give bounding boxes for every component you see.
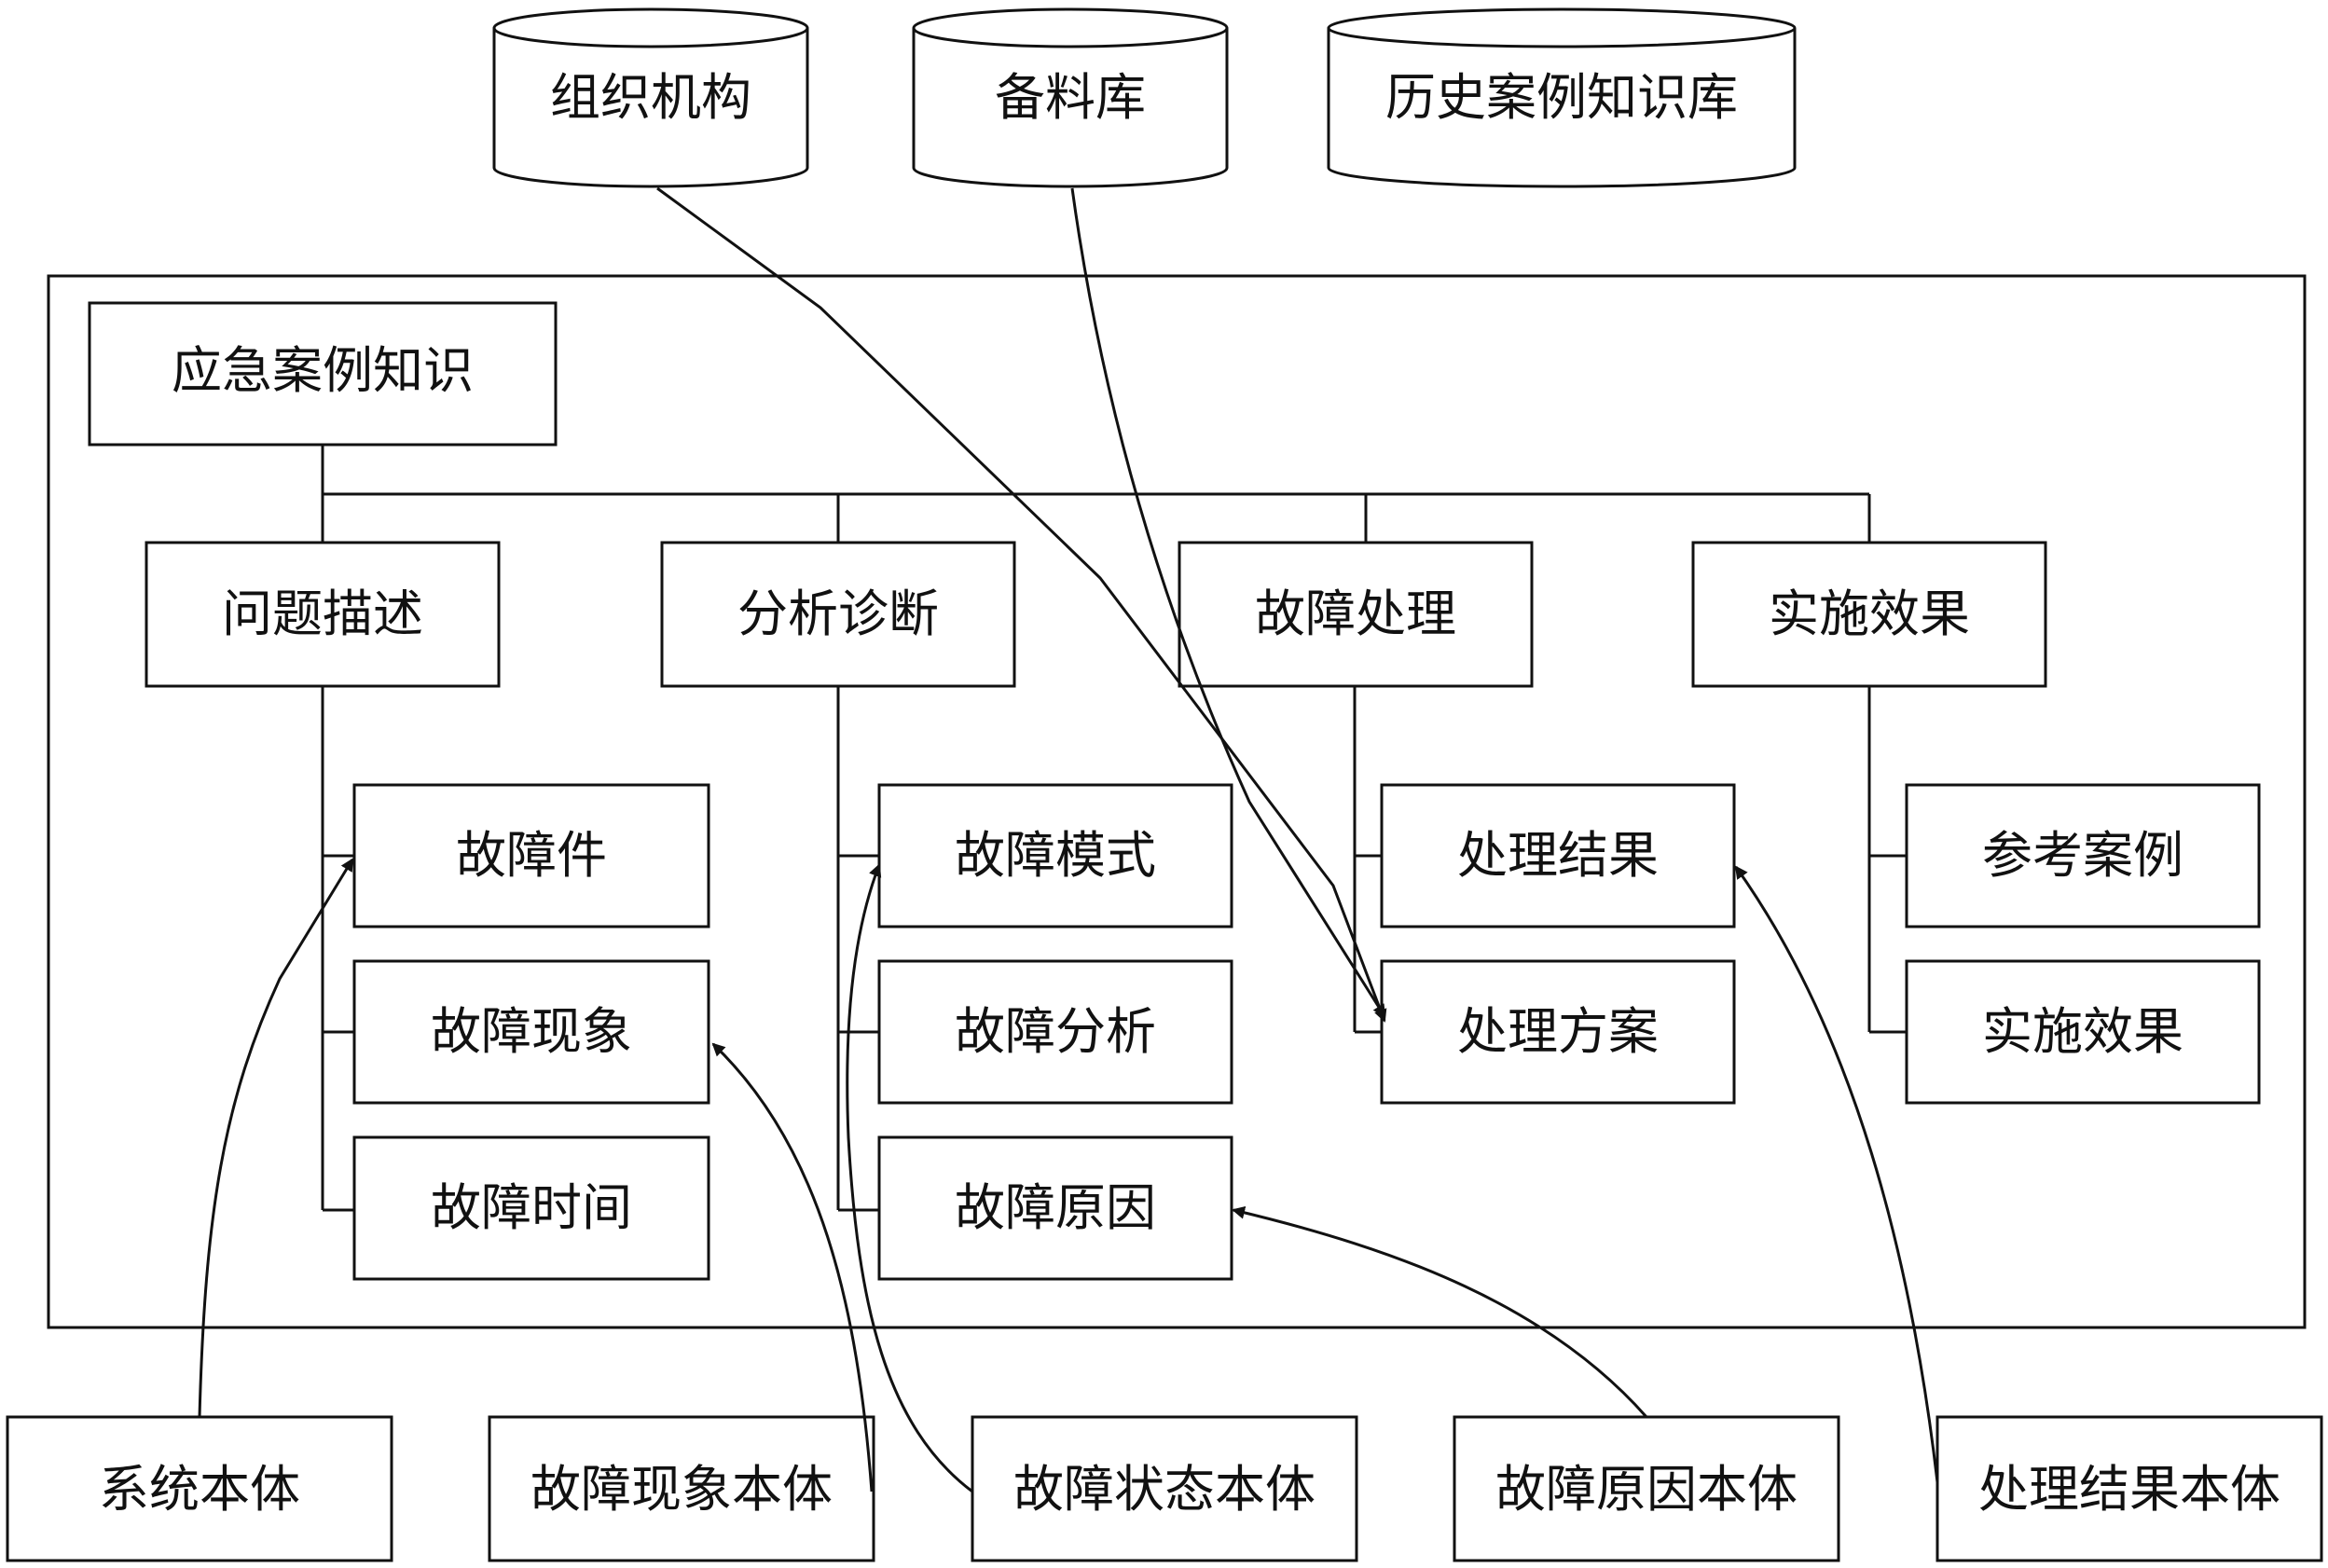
database-label: 历史案例知识库 [1385,68,1738,127]
ontology-label: 处理结果本体 [1978,1460,2280,1519]
hierarchy-lines [321,445,1907,1212]
child-box [877,1135,1233,1281]
knowledge-container [47,274,2307,1329]
ontology-label: 故障原因本体 [1495,1460,1798,1519]
child-box [352,783,710,928]
arrow-org-to-plan [656,186,1387,1023]
category-label: 问题描述 [222,585,423,643]
child-box [877,959,1233,1105]
child-label: 故障原因 [955,1178,1156,1237]
category-box-diagnosis [660,541,1016,688]
child-box [1380,783,1736,928]
arrow-result [1734,865,1939,1483]
child-box [352,1135,710,1281]
database-spares: 备料库 [912,7,1229,188]
category-label: 实施效果 [1769,585,1970,643]
category-box-handling [1178,541,1534,688]
ontology-box [6,1415,393,1562]
arrow-system-to-part [198,858,354,1418]
category-label: 故障处理 [1255,585,1456,643]
child-box [1905,959,2261,1105]
child-label: 故障模式 [955,826,1156,885]
child-label: 处理方案 [1457,1002,1659,1061]
category-box-effect [1691,541,2047,688]
arrow-spares-to-plan [1070,187,1386,1018]
database-history: 历史案例知识库 [1327,7,1797,188]
ontology-box [1453,1415,1840,1562]
root-label: 应急案例知识 [172,341,474,400]
database-label: 备料库 [995,68,1146,127]
child-label: 故障时间 [431,1178,632,1237]
child-label: 实施效果 [1982,1002,2183,1061]
category-label: 分析诊断 [737,585,939,643]
child-label: 参考案例 [1982,826,2183,885]
category-box-problem [145,541,501,688]
ontology-box [488,1415,875,1562]
arrow-cause [1232,1205,1648,1418]
arrow-state-to-mode [846,863,973,1493]
child-box [877,783,1233,928]
arrow-phenomenon [711,1042,874,1492]
child-label: 处理结果 [1457,826,1659,885]
database-org: 组织机构 [492,7,809,188]
ontology-box [1935,1415,2323,1562]
ontology-label: 故障现象本体 [530,1460,833,1519]
child-label: 故障现象 [431,1002,632,1061]
child-label: 故障分析 [955,1002,1156,1061]
ontology-label: 系统本体 [99,1460,300,1519]
ontology-box [971,1415,1358,1562]
child-box [352,959,710,1105]
child-box [1380,959,1736,1105]
child-label: 故障件 [456,826,607,885]
child-box [1905,783,2261,928]
database-label: 组织机构 [550,68,751,127]
ontology-label: 故障状态本体 [1013,1460,1316,1519]
